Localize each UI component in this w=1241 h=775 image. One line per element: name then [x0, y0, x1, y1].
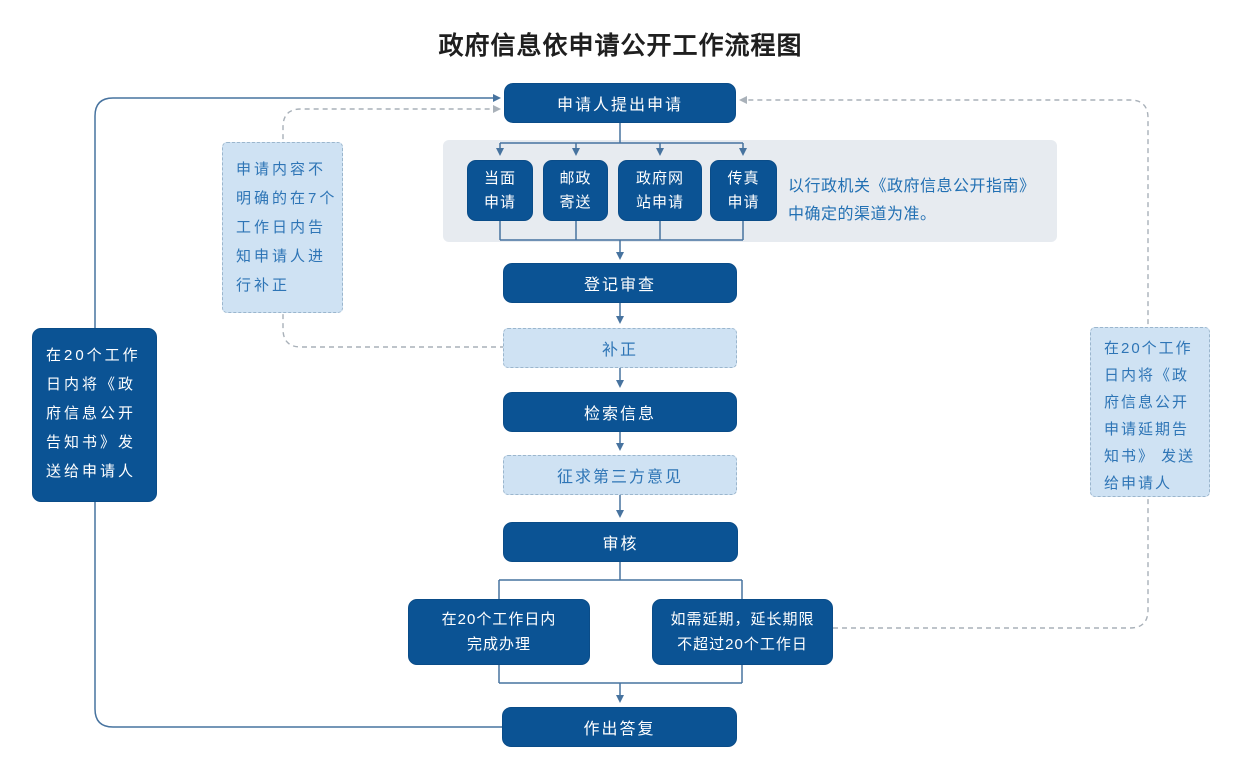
node-supplement: 补正 [503, 328, 737, 368]
node-complete-in-20-days: 在20个工作日内 完成办理 [408, 599, 590, 665]
note-disclosure-notice: 在20个工作 日内将《政 府信息公开 告知书》发 送给申请人 [32, 328, 157, 502]
note-supplement-notice: 申请内容不 明确的在7个 工作日内告 知申请人进 行补正 [222, 142, 343, 313]
node-third-party-opinion: 征求第三方意见 [503, 455, 737, 495]
page-title: 政府信息依申请公开工作流程图 [438, 32, 803, 60]
method-in-person: 当面 申请 [467, 160, 533, 221]
node-reply: 作出答复 [502, 707, 737, 747]
method-fax: 传真 申请 [710, 160, 777, 221]
method-postal-mail: 邮政 寄送 [543, 160, 608, 221]
node-apply: 申请人提出申请 [504, 83, 736, 123]
node-search-info: 检索信息 [503, 392, 737, 432]
node-extension: 如需延期，延长期限 不超过20个工作日 [652, 599, 833, 665]
note-channel: 以行政机关《政府信息公开指南》 中确定的渠道为准。 [788, 178, 1036, 223]
note-extension-notice: 在20个工作 日内将《政 府信息公开 申请延期告 知书》 发送 给申请人 [1090, 327, 1210, 497]
method-government-website: 政府网 站申请 [618, 160, 702, 221]
node-register-review: 登记审查 [503, 263, 737, 303]
node-review: 审核 [503, 522, 738, 562]
